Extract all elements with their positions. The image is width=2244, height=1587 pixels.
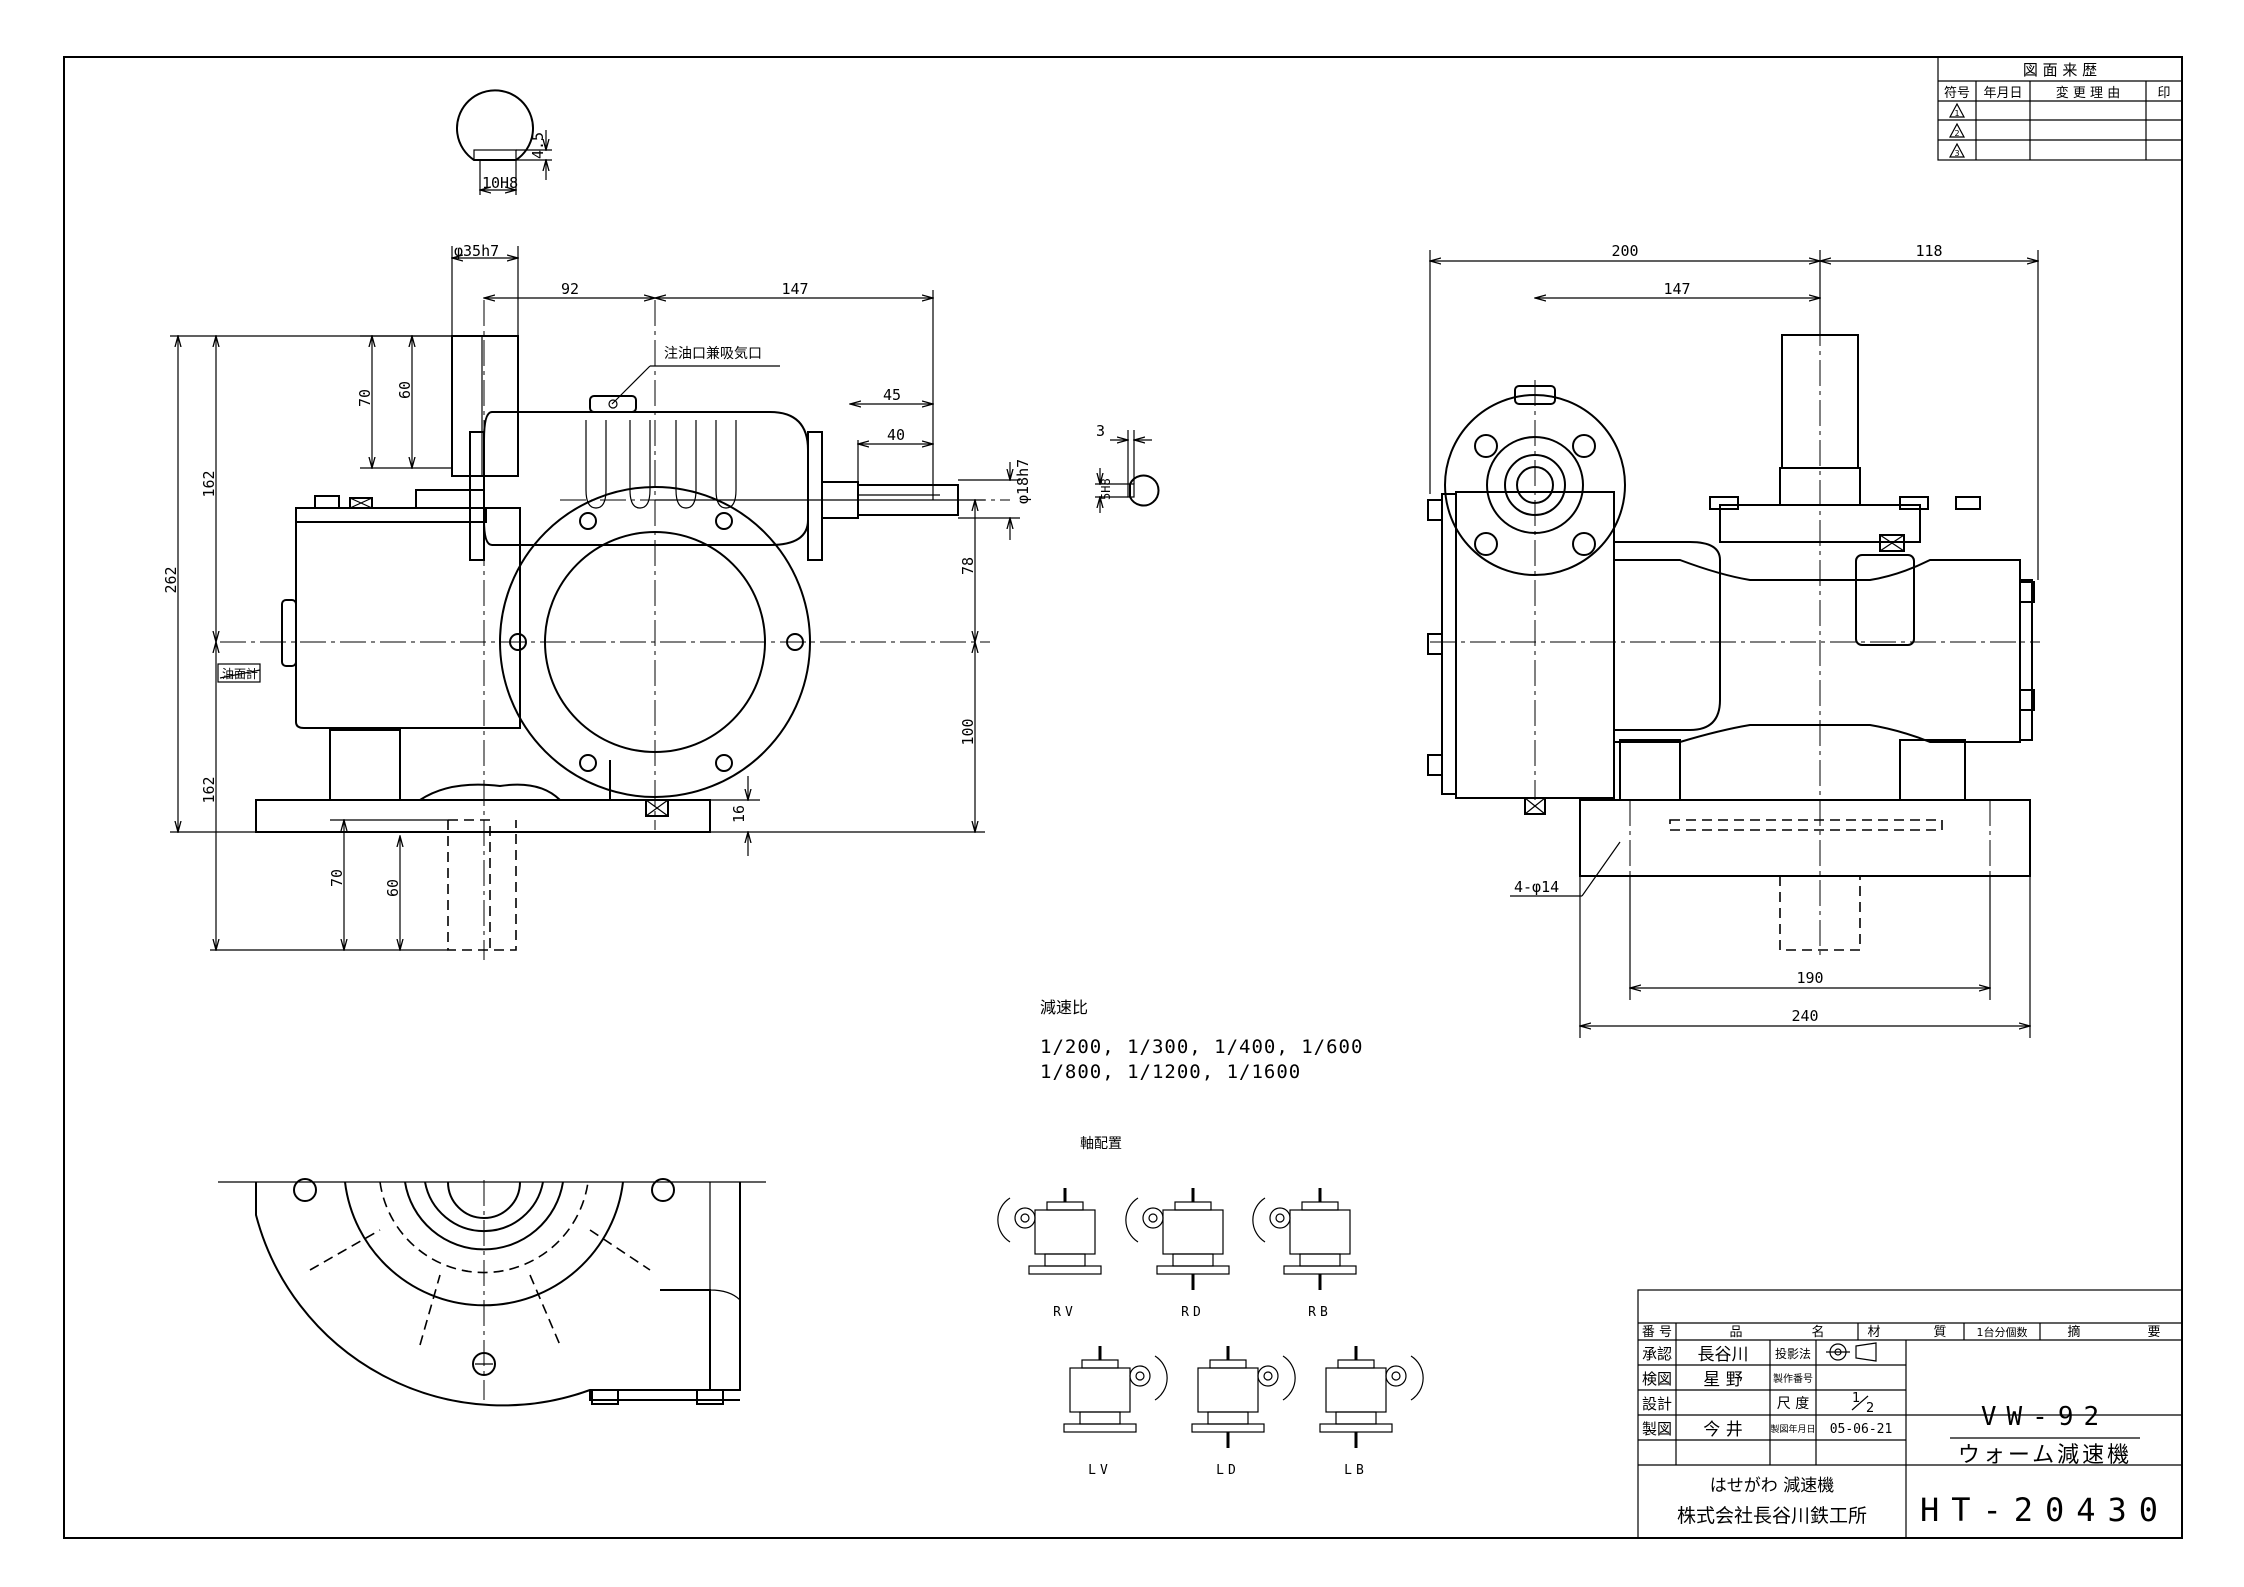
dim-78: 78 [959, 557, 977, 575]
tb-col-material2: 質 [1933, 1325, 1946, 1340]
tb-draw-label: 製図 [1642, 1420, 1672, 1438]
tb-date-label: 製図年月日 [1770, 1423, 1815, 1435]
revision-triangle-1: 1 [1948, 102, 1966, 118]
dim-60-top: 60 [396, 381, 414, 399]
dim-60-bot: 60 [384, 879, 402, 897]
output-shaft-dia: φ18h7 [1014, 459, 1032, 504]
revision-triangle-2: 2 [1948, 122, 1966, 138]
svg-text:1: 1 [1852, 1391, 1860, 1406]
oil-inlet-label: 注油口兼吸気口 [664, 346, 762, 362]
holes-label: 4-φ14 [1514, 878, 1559, 896]
small-key-width: 3 [1096, 422, 1105, 440]
dim-70-top: 70 [356, 389, 374, 407]
small-key-depth: 5H8 [1099, 478, 1113, 500]
tb-col-name: 品 [1729, 1325, 1742, 1340]
arrangement-lb: LB [1319, 1346, 1424, 1478]
arrangement-label: RD [1181, 1305, 1205, 1320]
arrangement-label: RV [1053, 1305, 1077, 1320]
tb-model: VW-92 [1981, 1402, 2109, 1432]
arrangement-label: RB [1308, 1305, 1332, 1320]
tb-scale-label: 尺 度 [1777, 1396, 1809, 1412]
revision-header-symbol: 符号 [1944, 85, 1970, 101]
tb-draw-name: 今 井 [1703, 1420, 1742, 1440]
tb-design-label: 設計 [1642, 1395, 1672, 1413]
key-detail-small: 3 5H8 [1095, 422, 1160, 513]
projection-symbol-icon [1826, 1342, 1877, 1362]
reduction-line-2: 1/800, 1/1200, 1/1600 [1040, 1061, 1301, 1083]
dim-240: 240 [1791, 1007, 1818, 1025]
revision-table: 図 面 来 歴 符号 年月日 変 更 理 由 印 1 2 3 [1937, 56, 2183, 161]
tb-col-name2: 名 [1811, 1324, 1824, 1340]
svg-text:2: 2 [1954, 129, 1959, 138]
key-detail-top: 10H8 4.5 [456, 89, 552, 195]
tb-approve-label: 承認 [1642, 1345, 1672, 1363]
revision-header-reason: 変 更 理 由 [2056, 85, 2120, 101]
tb-product: ウォーム減速機 [1958, 1443, 2132, 1468]
dim-92: 92 [561, 280, 579, 298]
dim-262: 262 [162, 566, 180, 593]
tb-col-remark: 摘 [2067, 1324, 2080, 1340]
front-view: φ35h7 92 147 45 40 注油口兼吸気口 φ18h7 70 60 1… [162, 242, 1032, 960]
tb-projection-label: 投影法 [1775, 1346, 1811, 1361]
revision-header-date: 年月日 [1983, 86, 2022, 101]
tb-check-name: 星 野 [1703, 1370, 1742, 1390]
tb-col-no: 番 号 [1642, 1325, 1672, 1340]
svg-text:1: 1 [1954, 109, 1959, 118]
reduction-line-1: 1/200, 1/300, 1/400, 1/600 [1040, 1036, 1363, 1058]
svg-text:3: 3 [1954, 149, 1959, 158]
key-depth-label: 4.5 [529, 132, 547, 159]
arrangement-rd: RD [1125, 1188, 1230, 1320]
dim-100: 100 [959, 718, 977, 745]
tb-drawing-no: HT-20430 [1920, 1491, 2170, 1529]
dim-70-bot: 70 [328, 869, 346, 887]
svg-text:2: 2 [1866, 1401, 1874, 1416]
arrangement-ld: LD [1191, 1346, 1296, 1478]
arrangement-label: LD [1216, 1463, 1240, 1478]
tb-approve-name: 長谷川 [1698, 1345, 1749, 1365]
side-view: 200 118 147 190 240 4-φ14 [1427, 242, 2040, 1038]
title-block: 番 号 品 名 材 質 1台分個数 摘 要 承認 長谷川 検図 星 野 設計 製… [1637, 1289, 2183, 1539]
arrangement-title: 軸配置 [1080, 1136, 1122, 1152]
dim-162-bot: 162 [200, 776, 218, 803]
tb-brand: はせがわ 減速機 [1710, 1476, 1834, 1496]
revision-triangle-3: 3 [1948, 142, 1966, 158]
tb-scale-value: 1 2 [1851, 1391, 1874, 1416]
arrangement-rb: RB [1252, 1188, 1357, 1320]
tb-company: 株式会社長谷川鉄工所 [1677, 1505, 1867, 1527]
input-shaft-dia: φ35h7 [454, 242, 499, 260]
key-width-label: 10H8 [482, 174, 518, 192]
drawing-border [63, 56, 2183, 1539]
tb-col-remark2: 要 [2147, 1325, 2160, 1340]
tb-date-value: 05-06-21 [1830, 1422, 1893, 1437]
dim-16: 16 [730, 805, 748, 823]
tb-mfg-no-label: 製作番号 [1773, 1372, 1813, 1385]
dim-45: 45 [883, 386, 901, 404]
dim-40: 40 [887, 426, 905, 444]
arrangement-grid: RV RD RB LV LD LB [997, 1188, 1424, 1478]
arrangement-rv: RV [997, 1188, 1102, 1320]
reduction-title: 減速比 [1040, 998, 1088, 1017]
dim-190: 190 [1796, 969, 1823, 987]
tb-col-qty: 1台分個数 [1977, 1325, 2028, 1339]
dim-147-right: 147 [1663, 280, 1690, 298]
arrangement-label: LV [1088, 1463, 1112, 1478]
revision-header-seal: 印 [2157, 86, 2170, 101]
dim-200: 200 [1611, 242, 1638, 260]
tb-col-material: 材 [1867, 1325, 1880, 1340]
dim-118: 118 [1915, 242, 1942, 260]
arrangement-lv: LV [1063, 1346, 1168, 1478]
revision-title: 図 面 来 歴 [2023, 61, 2097, 79]
tb-check-label: 検図 [1642, 1370, 1672, 1388]
dim-162-top: 162 [200, 470, 218, 497]
plan-view [218, 1178, 766, 1407]
dim-147-top: 147 [781, 280, 808, 298]
arrangement-label: LB [1344, 1463, 1368, 1478]
oil-gauge-label: 油面計 [222, 666, 258, 681]
